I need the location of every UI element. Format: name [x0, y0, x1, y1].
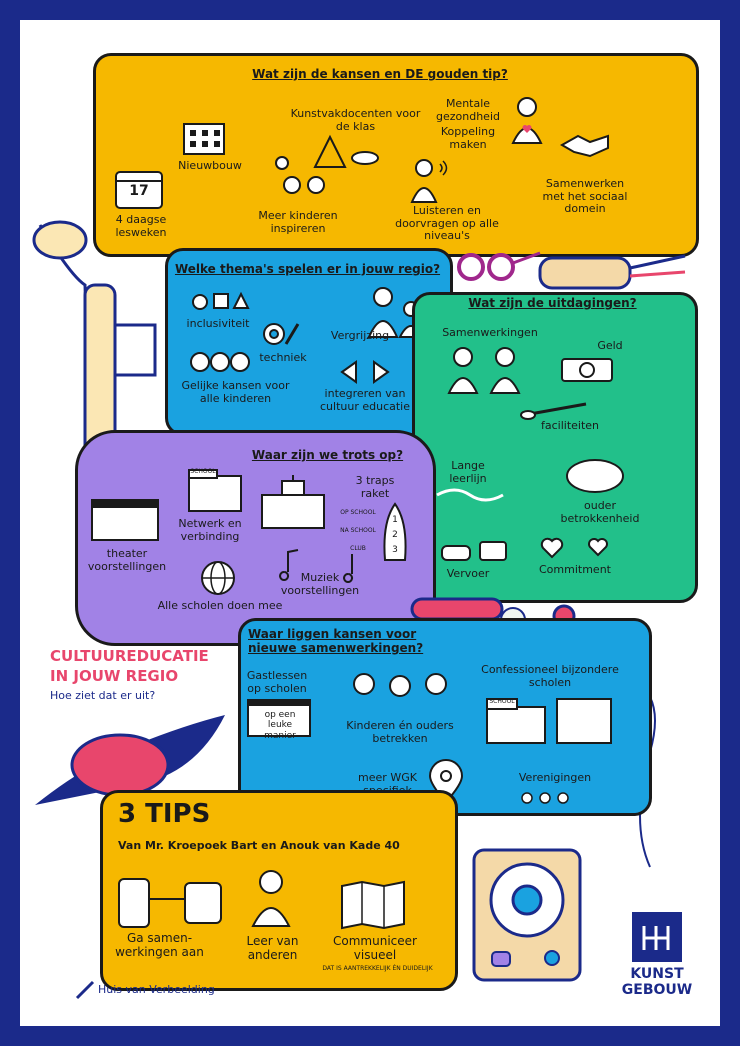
listening-person-icon [410, 159, 448, 203]
themas-integreren: integreren van cultuur educatie [320, 387, 410, 413]
kansen-samenwerken: Samenwerken met het sociaal domein [542, 177, 628, 216]
nieuw-confessioneel: Confessioneel bijzondere scholen [481, 663, 619, 689]
trots-raket: 3 traps raket [355, 474, 395, 500]
tips-communiceer: Communiceer visueel [333, 934, 417, 962]
uitdagingen-vervoer: Vervoer [446, 567, 490, 580]
handshake-icon [559, 134, 609, 158]
tips-title: 3 TIPS [118, 799, 211, 829]
kansen-koppeling: Koppeling maken [440, 125, 496, 151]
rocket-num-1: 1 [392, 515, 398, 525]
schools-icon [486, 698, 612, 744]
town-hall-icon [261, 475, 325, 529]
uitdagingen-samenwerkingen: Samenwerkingen [442, 326, 538, 339]
car-icon [441, 541, 507, 561]
uitdagingen-ouder: ouder betrokkenheid [560, 499, 640, 525]
uitdagingen-faciliteiten: faciliteiten [540, 419, 600, 432]
kansen-mentale: Mentale gezondheid [436, 97, 500, 123]
phones-icon [118, 878, 222, 928]
themas-inclusiviteit: inclusiviteit [186, 317, 250, 330]
trots-netwerk: Netwerk en verbinding [178, 517, 242, 543]
lightbulb-icon [275, 156, 325, 194]
culture-sub: Hoe ziet dat er uit? [50, 689, 156, 702]
logo-line2: GEBOUW [621, 982, 693, 998]
puzzle-arrows-icon [340, 360, 390, 384]
tips-samenwerkingen: Ga samen- werkingen aan [115, 931, 204, 959]
uitdagingen-leerlijn: Lange leerlijn [449, 459, 487, 485]
kansen-lesweken: 4 daagse lesweken [115, 213, 167, 239]
three-people-icon [353, 673, 447, 697]
stage-icon [247, 699, 311, 737]
painter-icon [251, 870, 291, 927]
school-icon [188, 469, 242, 512]
themas-techniek: techniek [259, 351, 307, 364]
kansen-title: Wat zijn de kansen en DE gouden tip? [252, 67, 508, 81]
shapes-icon [192, 291, 250, 310]
tips-subtitle: Van Mr. Kroepoek Bart en Anouk van Kade … [118, 839, 400, 852]
building-icon [183, 123, 225, 155]
brushes-icon [538, 254, 686, 290]
themas-vergrijzing: Vergrijzing [330, 329, 390, 342]
map-icon [341, 880, 405, 930]
rocket-num-3: 3 [392, 545, 398, 555]
rocket-label-1: OP SCHOOL [340, 509, 376, 516]
nieuw-gastlessen: Gastlessen op scholen [246, 669, 308, 695]
pencil-icon [75, 980, 95, 1000]
speech-bubbles-icon [566, 459, 624, 493]
trots-muziek: Muziek voorstellingen [280, 571, 360, 597]
kansen-nieuwbouw: Nieuwbouw [178, 159, 242, 172]
themas-title: Welke thema's spelen er in jouw regio? [174, 262, 441, 276]
culture-line2: IN JOUW REGIO [50, 667, 179, 685]
trots-alle-scholen: Alle scholen doen mee [157, 599, 283, 612]
hearts-icon [540, 537, 608, 559]
credit: Huis van Verbeelding [98, 983, 215, 996]
rocket-label-3: CLUB [350, 545, 366, 552]
gear-icon [263, 323, 300, 345]
rocket-label-2: NA SCHOOL [340, 527, 376, 534]
speaker-icon [472, 848, 582, 982]
nieuw-school-sign: SCHOOL [489, 698, 515, 705]
culture-line1: CULTUUREDUCATIE [50, 647, 209, 665]
globe-icon [201, 561, 235, 595]
triangle-instrument-icon [313, 134, 379, 168]
theater-icon [91, 499, 159, 541]
kansen-luisteren: Luisteren en doorvragen op alle niveau's [395, 204, 499, 243]
community-hands-icon [521, 792, 569, 804]
tips-note: DAT IS AANTREKKELIJK ÉN DUIDELIJK [322, 965, 433, 972]
themas-gelijke-kansen: Gelijke kansen voor alle kinderen [181, 379, 290, 405]
nieuw-kinderen-ouders: Kinderen én ouders betrekken [346, 719, 454, 745]
trots-title: Waar zijn we trots op? [251, 448, 404, 462]
music-notes-icon [279, 549, 354, 583]
rocket-num-2: 2 [392, 530, 398, 540]
path-line-icon [436, 488, 504, 502]
kunstgebouw-logo-icon [632, 912, 682, 962]
paintbrush-icon [520, 402, 587, 420]
logo-line1: KUNST [630, 966, 684, 982]
calendar-day: 17 [129, 183, 149, 199]
uitdagingen-title: Wat zijn de uitdagingen? [468, 296, 637, 310]
person-heart-icon [511, 97, 543, 144]
kansen-docenten: Kunstvakdocenten voor de klas [290, 107, 421, 133]
nieuw-title: Waar liggen kansen voor nieuwe samenwerk… [248, 627, 424, 655]
tips-leer: Leer van anderen [246, 934, 299, 962]
glasses-icon [457, 251, 541, 281]
calendar-icon [115, 171, 163, 209]
trots-school-sign: SCHOOL [190, 468, 216, 475]
nieuw-leuke-manier: op een leuke manier [264, 710, 296, 741]
rocket-icon [383, 502, 407, 561]
trumpet-icon [32, 220, 157, 467]
kansen-inspireren: Meer kinderen inspireren [258, 209, 338, 235]
trots-theater: theater voorstellingen [87, 547, 167, 573]
nieuw-verenigingen: Verenigingen [518, 771, 592, 784]
money-icon [561, 358, 613, 382]
children-icon [190, 352, 250, 372]
uitdagingen-commitment: Commitment [539, 563, 611, 576]
poster: Wat zijn de kansen en DE gouden tip? Nie… [20, 20, 720, 1026]
two-people-icon [447, 347, 521, 394]
uitdagingen-geld: Geld [597, 339, 623, 352]
